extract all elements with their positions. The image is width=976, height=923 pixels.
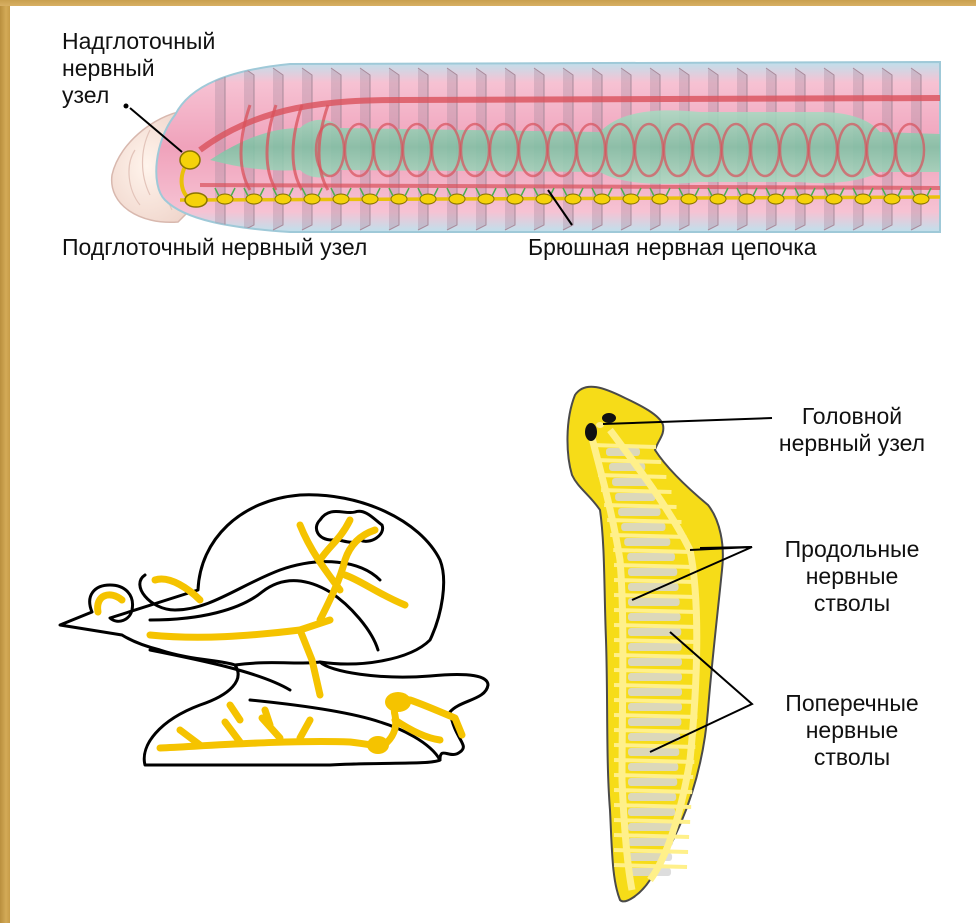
planarian-tissue-cell <box>615 493 655 501</box>
earthworm-illustration <box>112 62 940 232</box>
planarian-tissue-cell <box>628 673 682 681</box>
planarian-tissue-cell <box>628 823 674 831</box>
planarian-tissue-cell <box>628 778 677 786</box>
planarian-transverse-cord <box>614 745 695 747</box>
label-supra-line2: нервный <box>62 55 215 82</box>
label-supra-line3: узел <box>62 82 215 109</box>
label-head-line2: нервный узел <box>752 430 952 457</box>
label-long-line1: Продольные <box>752 536 952 563</box>
planarian-transverse-cord <box>613 550 691 552</box>
planarian-transverse-cord <box>614 715 697 717</box>
worm-segment <box>215 68 225 230</box>
planarian-transverse-cord <box>614 820 690 822</box>
planarian-transverse-cord <box>614 805 691 807</box>
label-head-ganglion: Головной нервный узел <box>752 403 952 457</box>
label-longitudinal-cords: Продольные нервные стволы <box>752 536 952 617</box>
planarian-transverse-cord <box>601 490 671 492</box>
planarian-eye-right <box>602 413 616 423</box>
planarian-tissue-cell <box>628 808 675 816</box>
label-transverse-cords: Поперечные нервные стволы <box>752 690 952 771</box>
mollusc-illustration <box>60 495 488 765</box>
planarian-tissue-cell <box>628 718 681 726</box>
planarian-tissue-cell <box>624 538 670 546</box>
planarian-transverse-cord <box>614 775 693 777</box>
planarian-tissue-cell <box>628 793 676 801</box>
planarian-transverse-cord <box>604 505 676 507</box>
planarian-tissue-cell <box>628 613 681 621</box>
worm-subesophageal-ganglion <box>185 193 207 207</box>
planarian-tissue-cell <box>628 568 677 576</box>
planarian-eye-left <box>585 423 597 441</box>
planarian-transverse-cord <box>614 730 696 732</box>
planarian-transverse-cord <box>607 520 681 522</box>
label-trans-line1: Поперечные <box>752 690 952 717</box>
planarian-transverse-cord <box>614 790 692 792</box>
planarian-transverse-cord <box>614 670 698 672</box>
label-long-line2: нервные <box>752 563 952 590</box>
label-trans-line2: нервные <box>752 717 952 744</box>
mollusc-pedal-ganglion <box>367 736 389 754</box>
worm-supraesophageal-ganglion <box>180 151 200 169</box>
label-long-line3: стволы <box>752 590 952 617</box>
planarian-transverse-cord <box>598 475 666 477</box>
planarian-tissue-cell <box>628 703 682 711</box>
planarian-transverse-cord <box>614 610 697 612</box>
planarian-transverse-cord <box>614 625 697 627</box>
mollusc-cerebral-ganglion <box>385 692 411 712</box>
planarian-transverse-cord <box>614 685 698 687</box>
planarian-transverse-cord <box>614 565 693 567</box>
planarian-transverse-cord <box>614 850 688 852</box>
planarian-illustration <box>567 387 772 902</box>
planarian-transverse-cord <box>595 460 661 462</box>
planarian-transverse-cord <box>614 580 695 582</box>
planarian-tissue-cell <box>628 658 682 666</box>
label-subesophageal-ganglion: Подглоточный нервный узел <box>62 234 367 261</box>
planarian-tissue-cell <box>628 688 682 696</box>
planarian-transverse-cord <box>614 760 694 762</box>
planarian-transverse-cord <box>614 640 698 642</box>
leader-longitudinal-2 <box>700 547 752 548</box>
planarian-tissue-cell <box>628 733 680 741</box>
planarian-tissue-cell <box>628 643 682 651</box>
planarian-transverse-cord <box>614 865 687 867</box>
planarian-tissue-cell <box>628 763 678 771</box>
planarian-transverse-cord <box>610 535 686 537</box>
planarian-transverse-cord <box>614 655 698 657</box>
planarian-tissue-cell <box>627 553 675 561</box>
planarian-tissue-cell <box>618 508 660 516</box>
planarian-transverse-cord <box>592 445 656 447</box>
planarian-transverse-cord <box>614 595 696 597</box>
label-supraesophageal-ganglion: Надглоточный нервный узел <box>62 28 215 109</box>
planarian-head-ganglion <box>596 422 604 428</box>
label-head-line1: Головной <box>752 403 952 430</box>
planarian-transverse-cord <box>614 835 689 837</box>
label-ventral-nerve-cord: Брюшная нервная цепочка <box>528 234 817 261</box>
planarian-tissue-cell <box>621 523 665 531</box>
label-supra-line1: Надглоточный <box>62 28 215 55</box>
planarian-transverse-cord <box>614 700 698 702</box>
label-trans-line3: стволы <box>752 744 952 771</box>
